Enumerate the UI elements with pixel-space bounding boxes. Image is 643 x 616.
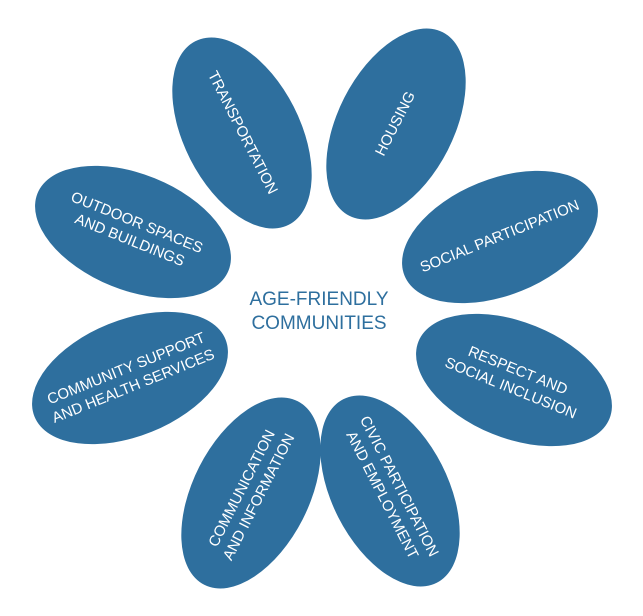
- center-label-line: AGE-FRIENDLY: [249, 289, 388, 310]
- petal-transportation: TRANSPORTATION: [172, 37, 312, 229]
- petal-shape-civic-participation: [320, 395, 460, 587]
- petal-civic-participation: CIVIC PARTICIPATIONAND EMPLOYMENT: [320, 395, 460, 587]
- petal-shape-social-participation: [402, 170, 598, 304]
- petal-social-participation: SOCIAL PARTICIPATION: [402, 170, 598, 304]
- petal-shape-respect-social-inclusion: [416, 313, 612, 447]
- petal-outdoor-spaces: OUTDOOR SPACESAND BUILDINGS: [35, 165, 231, 299]
- center-label-line: COMMUNITIES: [251, 313, 386, 334]
- petal-shape-community-support: [32, 311, 228, 445]
- petal-community-support: COMMUNITY SUPPORTAND HEALTH SERVICES: [32, 311, 228, 445]
- petal-housing: HOUSING: [326, 28, 466, 220]
- petal-shape-transportation: [172, 37, 312, 229]
- petal-respect-social-inclusion: RESPECT ANDSOCIAL INCLUSION: [416, 313, 612, 447]
- petal-communication-information: COMMUNICATIONAND INFORMATION: [181, 397, 321, 589]
- center-label: AGE-FRIENDLY COMMUNITIES: [249, 289, 388, 334]
- petal-shape-communication-information: [181, 397, 321, 589]
- center-group: AGE-FRIENDLY COMMUNITIES: [243, 236, 395, 388]
- petal-shape-outdoor-spaces: [35, 165, 231, 299]
- petal-shape-housing: [326, 28, 466, 220]
- center-circle: [243, 236, 395, 388]
